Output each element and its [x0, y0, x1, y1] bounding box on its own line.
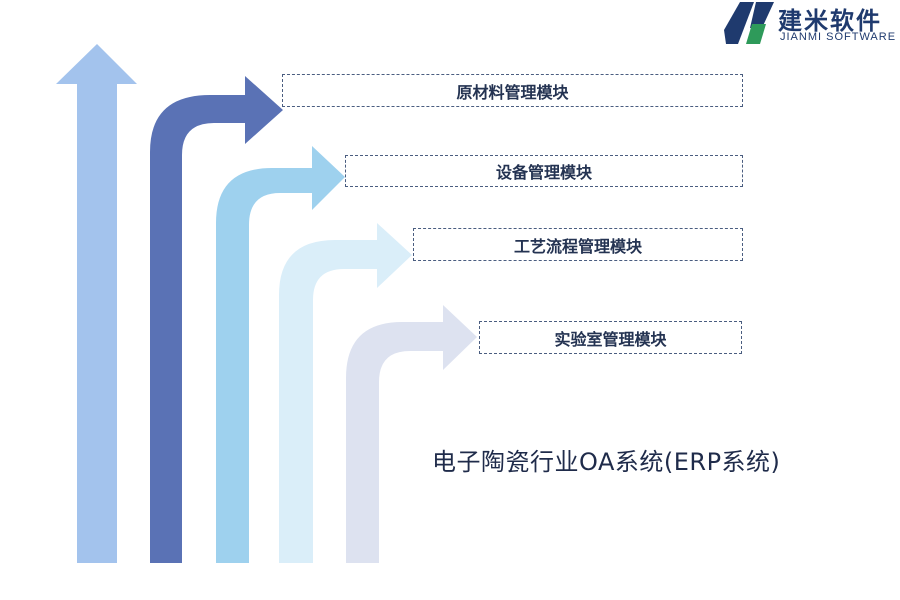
module-label: 原材料管理模块 [456, 82, 569, 102]
module-box-raw-materials: 原材料管理模块 [282, 74, 743, 107]
module-box-equipment: 设备管理模块 [345, 155, 743, 187]
logo-mark-icon [724, 2, 774, 44]
module-box-process-flow: 工艺流程管理模块 [413, 228, 743, 261]
module-box-laboratory: 实验室管理模块 [479, 321, 742, 354]
module-arrow-4 [346, 305, 477, 563]
module-label: 设备管理模块 [495, 163, 592, 182]
logo-name-cn: 建米软件 [778, 7, 882, 35]
module-arrow-2 [216, 146, 345, 563]
module-arrow-1 [150, 76, 283, 563]
logo-name-en: JIANMI SOFTWARE [780, 31, 897, 43]
module-label: 实验室管理模块 [554, 329, 667, 349]
module-arrow-3 [279, 223, 412, 563]
diagram-title: 电子陶瓷行业OA系统(ERP系统) [432, 448, 781, 476]
module-label: 工艺流程管理模块 [513, 236, 642, 256]
main-up-arrow [56, 44, 137, 563]
jianmi-logo: 建米软件 JIANMI SOFTWARE [722, 0, 900, 46]
